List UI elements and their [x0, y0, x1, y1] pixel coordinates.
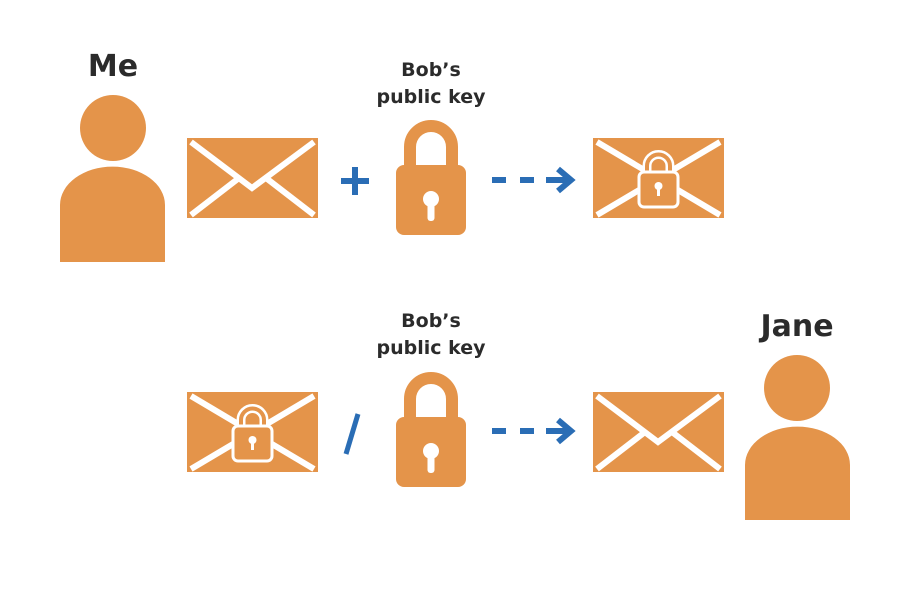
plus-operator	[341, 167, 369, 195]
locked-envelope-icon	[187, 392, 318, 472]
person-me-icon	[60, 95, 165, 262]
dashed-arrow-icon	[492, 420, 571, 442]
person-jane-icon	[745, 355, 850, 520]
slash-operator	[343, 413, 361, 455]
receiver-label: Jane	[758, 309, 833, 344]
lock-icon	[396, 378, 466, 487]
lock-icon	[396, 126, 466, 235]
locked-envelope-icon	[593, 138, 724, 218]
dashed-arrow-icon	[492, 169, 571, 191]
envelope-icon	[593, 392, 724, 472]
key-label-line2: public key	[376, 337, 486, 359]
key-label-line2: public key	[376, 86, 486, 108]
sender-label: Me	[88, 49, 138, 84]
envelope-icon	[187, 138, 318, 218]
key-label-line1: Bob’s	[401, 59, 461, 81]
key-label-line1: Bob’s	[401, 310, 461, 332]
